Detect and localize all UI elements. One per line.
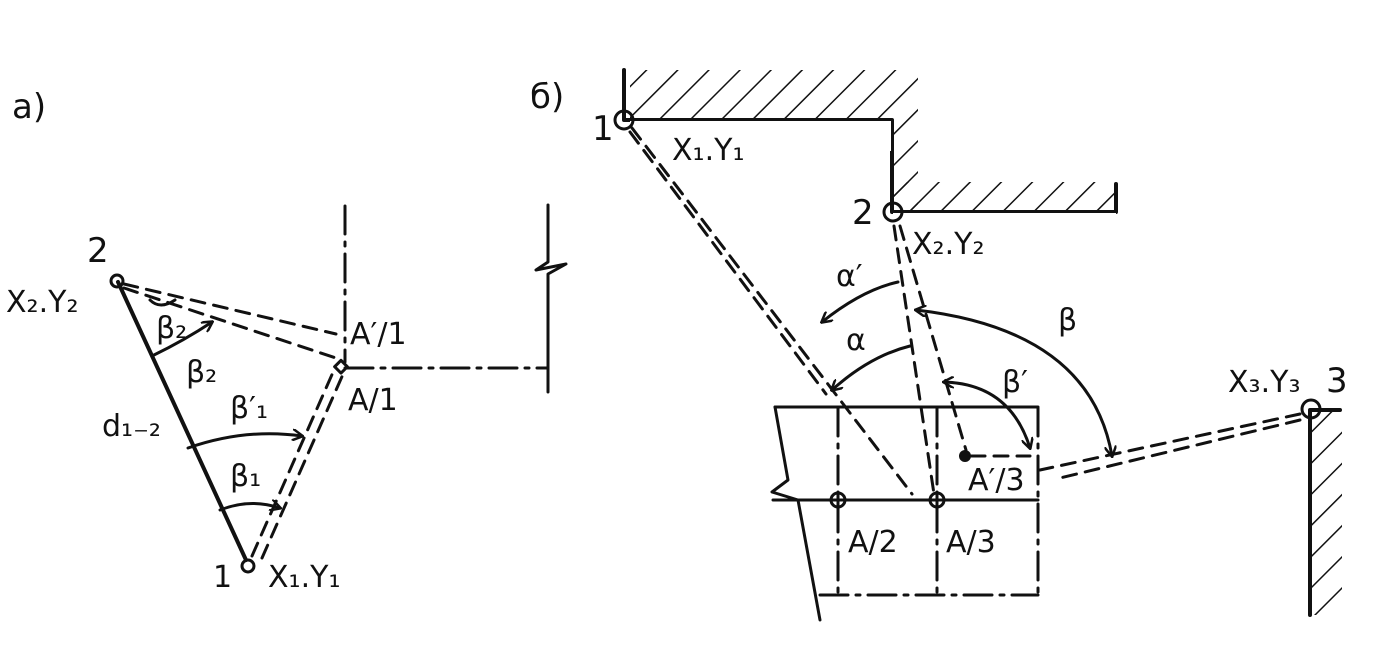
- station-b2-marker: [882, 201, 904, 223]
- sight-b2-line1: [892, 224, 936, 496]
- angle-beta2-prime-label: β₂: [156, 311, 187, 346]
- arc-beta1: [218, 503, 280, 510]
- sight-b1-line2: [630, 126, 914, 496]
- sight-b3-line2: [1058, 418, 1302, 480]
- station-1-marker: [240, 558, 256, 574]
- point-a3-prime-label: A′/3: [968, 463, 1025, 498]
- panel-a: a) 2 X₂.Y₂ 1 X₁.Y₁ d₁₋₂ β₂ β₂ β′₁ β₁ A: [6, 87, 568, 595]
- angle-beta1-prime-label: β′₁: [230, 391, 268, 426]
- arc-beta: [916, 310, 1112, 456]
- angle-beta1-label: β₁: [230, 459, 261, 494]
- station-b1-coords: X₁.Y₁: [672, 133, 744, 168]
- station-1-coords: X₁.Y₁: [268, 560, 340, 595]
- station-b2-coords: X₂.Y₂: [912, 227, 984, 262]
- station-2-marker: [109, 273, 125, 289]
- sight-1-to-a1-prime: [260, 370, 346, 560]
- arc-alpha: [832, 344, 912, 390]
- station-b1-num: 1: [592, 109, 614, 149]
- sight-1-to-a1: [250, 368, 336, 558]
- arc-beta2-prime: [148, 298, 177, 307]
- point-a3-prime-marker: [959, 450, 971, 462]
- station-2-num: 2: [87, 231, 109, 271]
- wall-outline-right: [1308, 408, 1342, 617]
- sight-2-to-a1-prime: [122, 282, 338, 336]
- station-b1-marker: [613, 109, 635, 131]
- angle-alpha-label: α: [846, 323, 866, 358]
- station-b2-num: 2: [852, 193, 874, 233]
- point-a2-label: A/2: [848, 525, 898, 560]
- station-b3-marker: [1300, 398, 1322, 420]
- break-line: [534, 203, 568, 394]
- wall-right-hatch: [892, 182, 1114, 212]
- sight-2-to-a1: [122, 286, 338, 360]
- wall-top-hatch: [622, 70, 918, 120]
- wall-right3-hatch: [1312, 410, 1342, 615]
- angle-beta-label: β: [1058, 303, 1077, 338]
- arc-beta2: [150, 322, 212, 358]
- point-a1-marker: [333, 358, 349, 375]
- angle-alpha-prime-label: α′: [836, 259, 863, 294]
- station-b3-num: 3: [1326, 361, 1348, 401]
- angle-beta-prime-label: β′: [1002, 365, 1028, 400]
- point-a1-label: A/1: [348, 383, 398, 418]
- sight-b3-line1: [1038, 412, 1302, 472]
- panel-b: б): [530, 68, 1348, 622]
- break-line-b: [770, 405, 822, 622]
- angle-beta2-label: β₂: [186, 355, 217, 390]
- arc-alpha-prime: [822, 280, 900, 322]
- station-1-num: 1: [213, 560, 232, 595]
- point-a1-prime-label: A′/1: [350, 317, 407, 352]
- panel-a-label: a): [12, 87, 46, 127]
- arc-beta-prime: [944, 382, 1030, 448]
- baseline-d12: [116, 280, 248, 562]
- station-b3-coords: X₃.Y₃: [1228, 365, 1300, 400]
- point-a3-label: A/3: [946, 525, 996, 560]
- panel-b-label: б): [530, 77, 564, 117]
- arc-beta1-prime: [186, 434, 302, 450]
- sight-b1-line1: [628, 130, 828, 396]
- distance-label: d₁₋₂: [102, 409, 161, 444]
- station-2-coords: X₂.Y₂: [6, 285, 78, 320]
